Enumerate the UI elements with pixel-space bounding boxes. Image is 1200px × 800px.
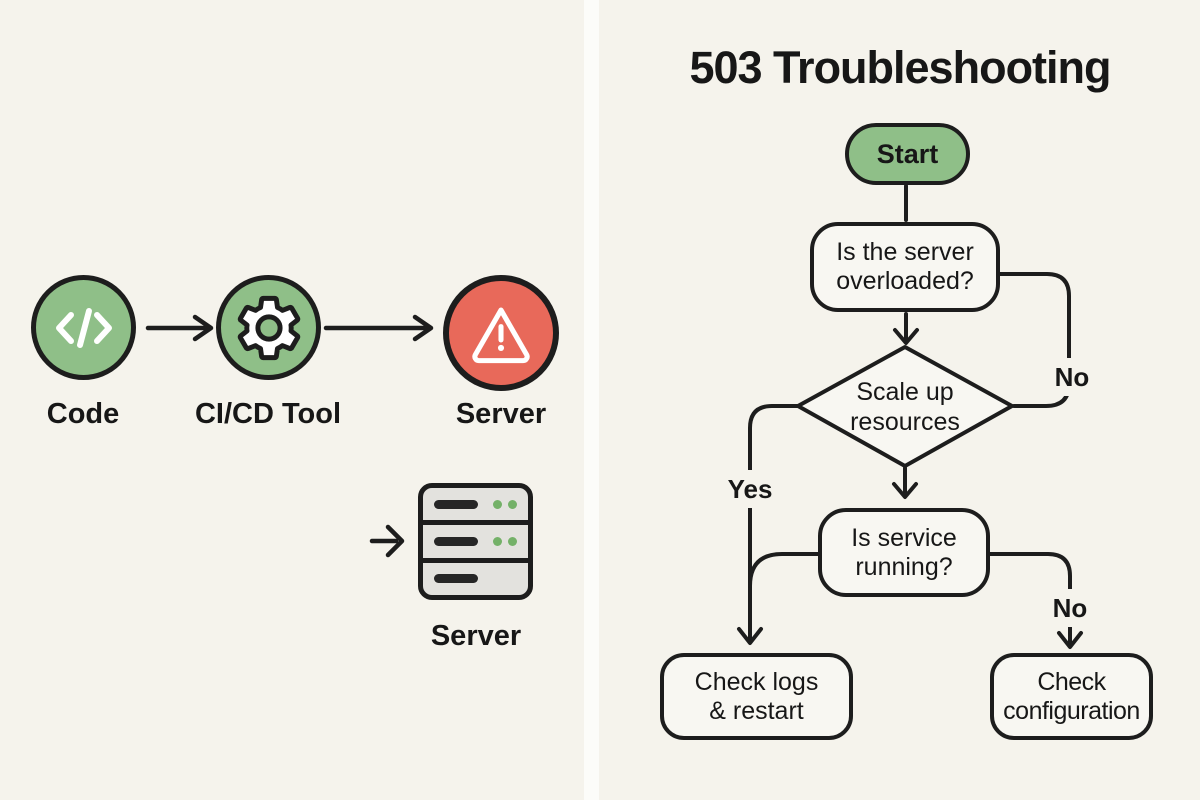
rack-slot-bar [434,574,478,584]
flow-node-running-question: Is service running? [818,508,990,597]
node-text-line: running? [855,552,953,581]
arrowhead-into-diamond [893,328,919,345]
arrowhead-into-config [1057,631,1083,649]
pipeline-label-code: Code [46,398,120,430]
pipeline-node-cicd [216,275,321,380]
node-text-line: resources [850,408,960,436]
rack-unit [423,563,528,595]
server-rack-icon [418,483,533,600]
warning-icon [472,307,530,364]
pipeline-node-code [31,275,136,380]
led-indicator [493,499,502,509]
edge-label-no-top: No [1048,358,1096,396]
node-text-line: configuration [1003,696,1140,725]
decision-diamond [796,345,1014,468]
rack-unit [423,488,528,526]
led-indicator [508,499,517,509]
page-title: 503 Troubleshooting [689,42,1111,93]
node-text-line: overloaded? [836,267,974,295]
node-text-line: Scale up [856,378,954,406]
code-icon [55,307,112,348]
pipeline-node-server [443,275,559,391]
edge-running-merge [748,552,820,588]
pipeline-label-cicd: CI/CD Tool [194,398,342,430]
rack-leds [493,499,517,509]
rack-slot-bar [434,536,478,546]
flow-node-start: Start [845,123,970,185]
panel-divider [584,0,599,800]
arrow-cicd-to-server [323,314,434,342]
arrowhead-into-logs [737,627,763,645]
edge-no-top-path [998,272,1071,408]
arrowhead-into-running [892,482,918,499]
rack-label: Server [430,620,522,652]
pipeline-label-server: Server [455,398,547,430]
node-text-line: Check logs [694,667,819,696]
flow-node-overloaded-question: Is the server overloaded? [810,222,1000,312]
node-text-line: Check [1037,667,1106,696]
rack-leds [493,536,517,546]
gear-icon [237,295,300,360]
flow-node-check-logs: Check logs & restart [660,653,853,740]
rack-unit [423,525,528,563]
edge-no-bottom-path [988,552,1072,644]
led-indicator [493,536,502,546]
rack-slot-bar [434,499,478,509]
edge-label-yes: Yes [720,470,780,508]
node-text-line: Is the server [836,238,974,266]
flow-node-scale-resources: Scale up resources [805,377,1005,437]
flow-node-check-configuration: Check configuration [990,653,1153,740]
node-text: Start [876,138,939,169]
edge-yes-path [748,404,800,640]
arrow-code-to-cicd [145,314,214,342]
node-text-line: Is service [851,523,957,552]
edge-label-no-bottom: No [1046,589,1094,627]
arrow-to-rack [369,524,405,558]
led-indicator [508,536,517,546]
node-text-line: & restart [709,696,804,725]
